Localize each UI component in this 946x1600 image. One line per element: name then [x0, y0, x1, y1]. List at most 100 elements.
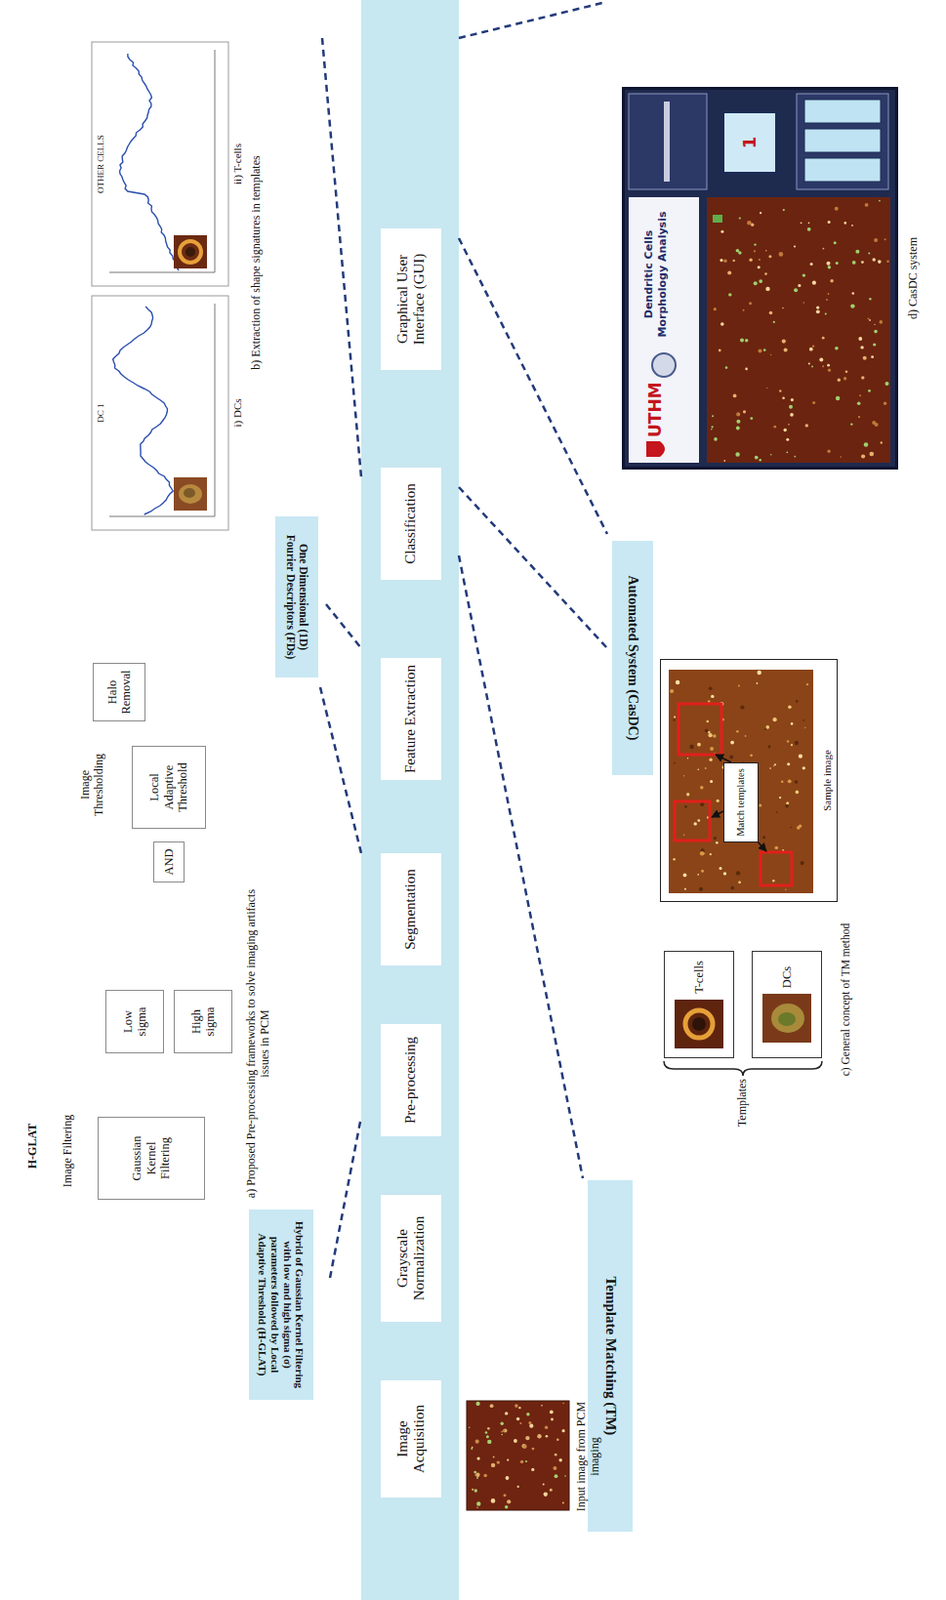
cell-dot [736, 419, 741, 424]
cell-dot [829, 279, 833, 283]
cell-dot [810, 262, 814, 266]
text-label: d) CasDC system [905, 180, 920, 376]
cell-dot [870, 355, 874, 359]
text-label: i) DCs [231, 295, 245, 531]
cell-dot [835, 261, 839, 265]
cell-dot [716, 799, 720, 803]
cell-dot [811, 366, 814, 369]
dashed-leader [458, 555, 583, 1179]
cell-dot [779, 389, 782, 392]
node-text: One Dimensional (1D) Fourier Descriptors… [284, 524, 310, 670]
node-text: Classification [402, 483, 419, 565]
thumb-cell [771, 1003, 805, 1033]
cell-dot [855, 249, 860, 254]
chart-axes [109, 49, 215, 517]
text-label: b) Extraction of shape signatures in tem… [248, 47, 263, 478]
node-text: Sample image [821, 749, 834, 812]
step-box: AND [153, 841, 185, 883]
cell-dot [758, 804, 762, 808]
thumb-cell [178, 484, 203, 504]
cell-dot [720, 230, 724, 234]
cell-dot [471, 1488, 474, 1491]
cell-dot [504, 1505, 508, 1509]
cell-dot [867, 251, 870, 254]
dashed-leader [320, 687, 362, 854]
cell-dot [715, 841, 719, 845]
cell-dot [781, 781, 784, 784]
cell-dot [518, 1406, 521, 1409]
thumb-bg [173, 477, 207, 511]
cell-dot [731, 886, 736, 891]
cell-dot [873, 238, 878, 243]
step-box: Halo Removal [92, 662, 146, 722]
cell-dot [807, 227, 812, 232]
input-image [466, 1400, 570, 1511]
callout-box: Template Matching (TM) [587, 1180, 633, 1532]
cell-dot [699, 887, 703, 892]
cell-dot [868, 319, 871, 322]
cell-dot [861, 260, 864, 264]
thumb-ring [179, 241, 202, 263]
cell-dot [790, 826, 793, 829]
node-text: Feature Extraction [402, 664, 419, 774]
cell-dot [800, 221, 803, 224]
cell-dot [757, 265, 761, 269]
cell-dot [809, 347, 814, 352]
cell-dot [867, 389, 871, 393]
cell-dot [725, 366, 729, 370]
cell-dot [744, 338, 748, 342]
cell-dot [503, 1493, 507, 1497]
cell-dot [470, 1447, 473, 1450]
cell-dot [861, 453, 865, 458]
cell-dot [788, 405, 793, 410]
cell-dot [733, 394, 738, 399]
cell-dot [867, 318, 870, 321]
cell-dot [844, 221, 848, 225]
match-highlight [678, 703, 722, 755]
template-thumbnail [674, 999, 724, 1049]
cell-dot [873, 324, 875, 326]
cell-dot [487, 1439, 492, 1444]
text-label: c) General concept of TM method [839, 906, 854, 1093]
cell-dot [795, 790, 800, 795]
cell-dot [487, 1427, 491, 1431]
cell-dot [502, 1429, 506, 1433]
green-marker [712, 214, 723, 223]
cell-dot [804, 727, 806, 729]
callout-box: Hybrid of Gaussian Kernel Filtering with… [248, 1209, 314, 1400]
cell-dot [503, 1429, 508, 1434]
text-label: DC 1 [95, 299, 107, 527]
text-label: H-GLAT [25, 1102, 40, 1191]
cell-dot [824, 312, 827, 315]
template-thumbnail [762, 993, 812, 1043]
cell-dot [786, 762, 790, 766]
logo-text: UTHM [646, 381, 666, 438]
cell-dot [683, 833, 686, 836]
node-text: High sigma [189, 994, 218, 1049]
cell-dot [496, 1460, 500, 1464]
cell-dot [763, 348, 767, 352]
cell-dot [506, 1459, 509, 1462]
cell-dot [864, 203, 869, 207]
cell-dot [476, 1477, 479, 1480]
cell-dot [852, 291, 856, 295]
cell-dot [837, 378, 841, 382]
chart-frame [91, 295, 229, 531]
cell-dot [483, 1474, 488, 1479]
cell-dot [683, 775, 685, 777]
cell-dot [765, 249, 767, 251]
cell-dot [860, 345, 864, 349]
cell-dot [550, 1418, 554, 1422]
cell-dot [543, 1491, 548, 1496]
match-highlight [760, 852, 792, 886]
cell-dot [759, 211, 762, 214]
node-text: Segmentation [402, 868, 419, 950]
step-box: Local Adaptive Threshold [131, 745, 206, 829]
cell-dot [686, 792, 690, 796]
cell-dot [475, 1473, 480, 1478]
dashed-leader [326, 604, 362, 649]
app-title: Dendritic Cells Morphology Analysis [642, 201, 670, 348]
cell-dot [878, 200, 881, 203]
axis-line [214, 303, 216, 517]
cell-dot [858, 415, 861, 418]
